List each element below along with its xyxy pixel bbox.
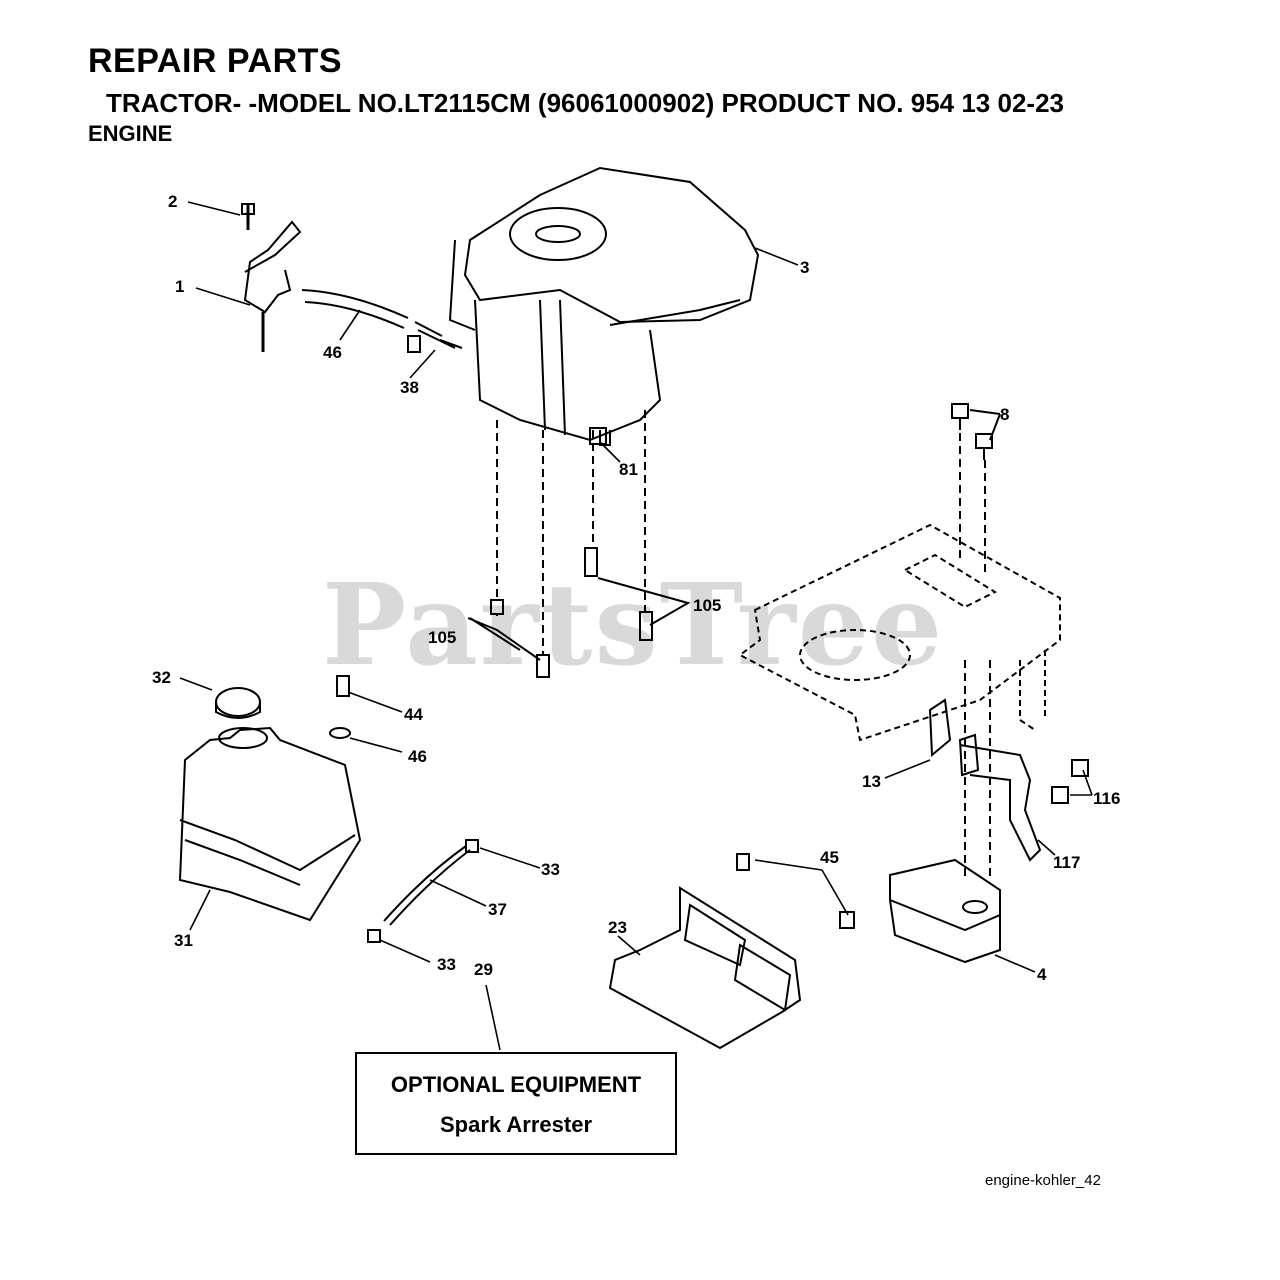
callout-2: 2 [168, 192, 177, 211]
callout-13: 13 [862, 772, 881, 791]
callout-117: 117 [1053, 853, 1080, 872]
bolts-105-drawing [467, 547, 691, 678]
washer-46-drawing [329, 727, 351, 739]
fuel-line-drawing [301, 289, 463, 353]
callout-14: 46 [323, 343, 342, 362]
callout-32: 32 [152, 668, 171, 687]
muffler-drawing [889, 698, 1089, 964]
optional-equipment-heading: OPTIONAL EQUIPMENT [390, 1072, 642, 1097]
callout-105-left: 105 [428, 628, 456, 647]
bolts-8-drawing [951, 403, 1001, 460]
section-label: ENGINE [88, 121, 173, 146]
callout-37: 37 [488, 900, 507, 919]
callout-81: 81 [619, 460, 638, 479]
model-subtitle: TRACTOR- -MODEL NO.LT2115CM (96061000902… [106, 88, 1064, 118]
fuel-line-37-drawing [367, 839, 479, 943]
callout-33-upper: 33 [541, 860, 560, 879]
optional-equipment-box: OPTIONAL EQUIPMENT Spark Arrester [355, 1052, 677, 1155]
callout-116: 116 [1093, 789, 1120, 808]
callout-3: 3 [800, 258, 809, 277]
callout-46: 46 [408, 747, 427, 766]
diagram-code: engine-kohler_42 [985, 1172, 1101, 1189]
callout-33-lower: 33 [437, 955, 456, 974]
callout-31: 31 [174, 931, 193, 950]
callout-44: 44 [404, 705, 423, 724]
frame-drawing [738, 523, 1061, 742]
bolt-guide-lines [496, 410, 991, 880]
page-title: REPAIR PARTS [88, 42, 343, 80]
callout-23: 23 [608, 918, 627, 937]
callout-labels: 2 1 3 46 38 81 8 105 105 32 44 46 13 116… [152, 192, 1120, 984]
callout-1: 1 [175, 277, 184, 296]
callout-105-right: 105 [693, 596, 721, 615]
callout-8: 8 [1000, 405, 1009, 424]
screw-44-drawing [336, 675, 350, 697]
engine-drawing [448, 166, 760, 446]
callout-38: 38 [400, 378, 419, 397]
optional-equipment-item: Spark Arrester [439, 1112, 593, 1137]
heat-shield-drawing [608, 853, 855, 1050]
nut-81-drawing [589, 427, 607, 445]
callout-4: 4 [1037, 965, 1047, 984]
throttle-control-drawing [241, 203, 302, 352]
watermark: PartsTree [322, 560, 945, 691]
leader-lines [179, 201, 1093, 1051]
callout-29: 29 [474, 960, 493, 979]
fuel-tank-drawing [178, 687, 362, 922]
callout-45: 45 [820, 848, 839, 867]
